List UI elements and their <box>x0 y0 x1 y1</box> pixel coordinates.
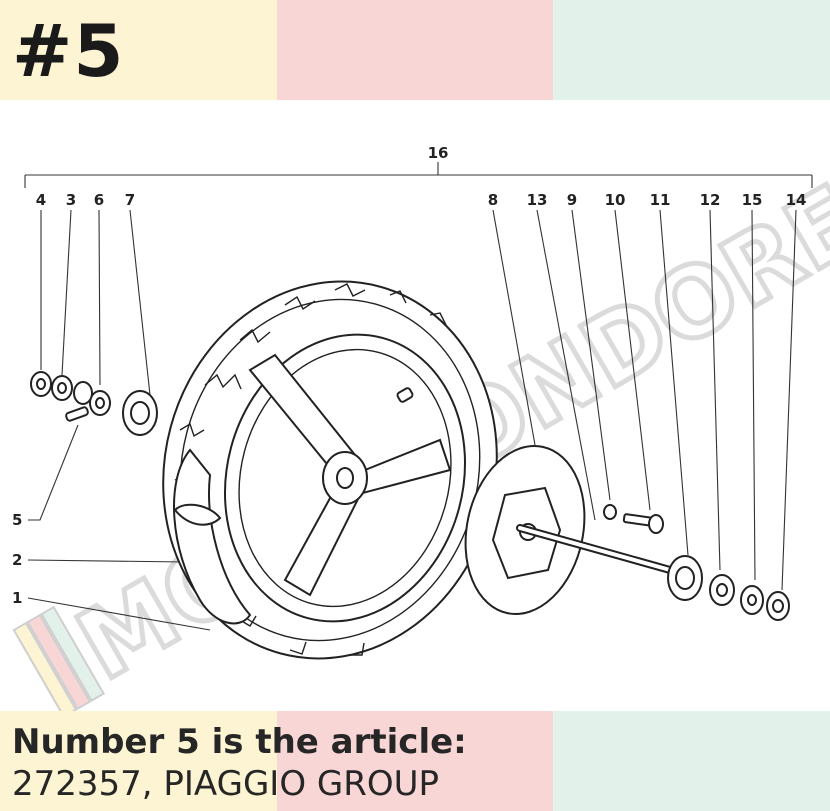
watermark-stripe-pink <box>26 613 92 711</box>
callout-1: 1 <box>12 589 22 607</box>
inner-tube-part-2 <box>173 448 252 625</box>
callout-11: 11 <box>650 191 671 209</box>
callout-2: 2 <box>12 551 22 569</box>
callout-9: 9 <box>567 191 577 209</box>
band-segment-mint <box>553 711 830 811</box>
page-heading: #5 <box>12 9 125 93</box>
watermark-stripe-cream <box>12 621 78 711</box>
callout-6: 6 <box>94 191 104 209</box>
band-segment-cream <box>0 0 277 100</box>
left-hardware <box>30 371 158 436</box>
washer-part-9 <box>603 504 617 520</box>
callout-8: 8 <box>488 191 498 209</box>
pin-part-5 <box>65 406 89 422</box>
band-segment-pink <box>276 0 554 100</box>
rim-tape-part-1 <box>173 503 222 526</box>
callout-4: 4 <box>36 191 46 209</box>
right-hardware <box>516 504 790 621</box>
callout-14: 14 <box>786 191 807 209</box>
header-band <box>0 0 830 100</box>
assembly-bracket <box>24 162 813 188</box>
watermark-stripe-mint <box>40 605 106 703</box>
wheel-assembly <box>162 280 498 660</box>
band-segment-pink <box>276 711 554 811</box>
band-segment-cream <box>0 711 277 811</box>
valve-stem <box>396 387 414 403</box>
callout-7: 7 <box>125 191 135 209</box>
callout-12: 12 <box>700 191 721 209</box>
ring-part <box>73 381 93 405</box>
footer-band <box>0 711 830 811</box>
leader-lines <box>27 209 797 631</box>
caption-title: Number 5 is the article: <box>12 722 467 762</box>
callout-15: 15 <box>742 191 763 209</box>
caption-article-number: 272357, PIAGGIO GROUP <box>12 764 440 804</box>
callout-13: 13 <box>527 191 548 209</box>
callout-16: 16 <box>428 144 449 162</box>
band-segment-mint <box>553 0 830 100</box>
callout-labels: 16 4 3 6 7 8 13 9 10 11 12 15 14 5 2 1 <box>12 144 806 607</box>
callout-5: 5 <box>12 511 22 529</box>
callout-3: 3 <box>66 191 76 209</box>
callout-10: 10 <box>605 191 626 209</box>
exploded-parts-diagram: MOTOMONDORENA <box>12 100 830 711</box>
